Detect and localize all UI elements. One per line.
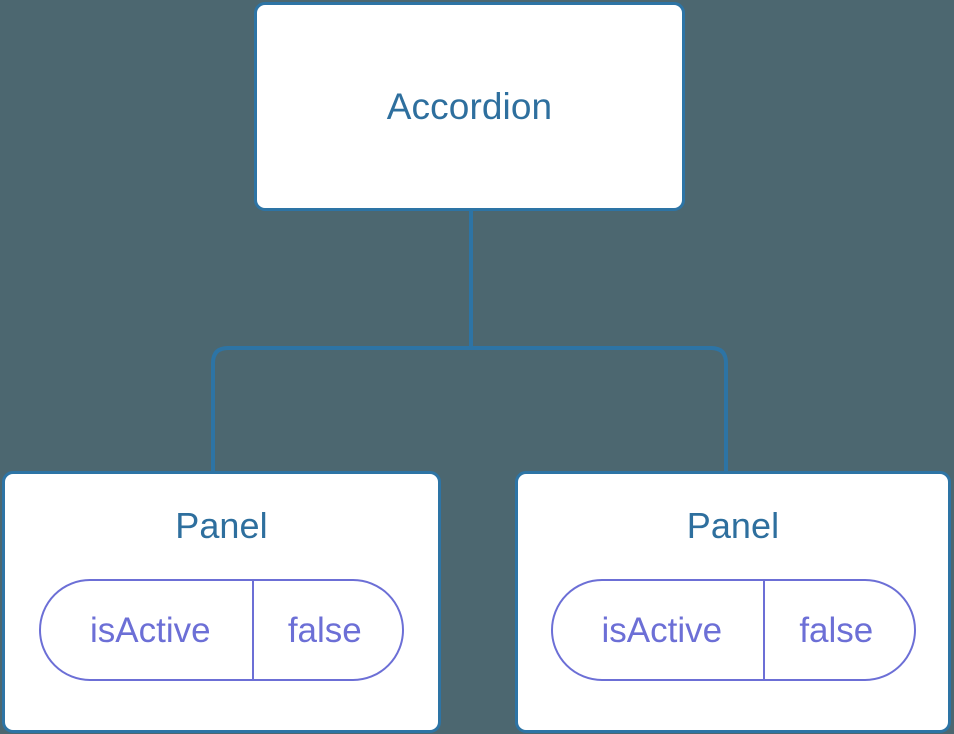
child-node-left[interactable]: Panel isActive false <box>2 471 441 733</box>
edge-to-right-panel <box>471 346 728 474</box>
edge-to-left-panel <box>211 346 471 474</box>
child-node-right-title: Panel <box>686 505 780 546</box>
child-node-left-title: Panel <box>175 505 268 546</box>
prop-value-label: false <box>251 581 402 679</box>
prop-key-label: isActive <box>601 610 723 650</box>
root-node-title: Accordion <box>386 86 553 127</box>
prop-pill-is-active-right[interactable]: isActive false <box>550 579 916 681</box>
prop-pill-is-active-left[interactable]: isActive false <box>39 579 404 681</box>
prop-key-label: isActive <box>90 610 211 650</box>
prop-value-label: false <box>763 581 913 679</box>
root-node[interactable]: Accordion <box>254 2 685 211</box>
child-node-right[interactable]: Panel isActive false <box>515 471 951 733</box>
